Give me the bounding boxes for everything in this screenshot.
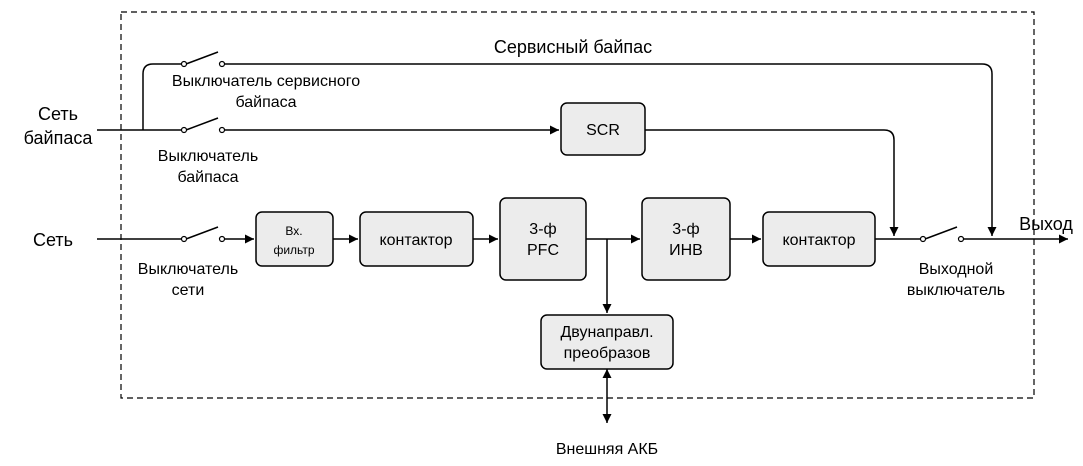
pfc-label-1: 3-ф <box>529 221 556 238</box>
output-contactor-label: контактор <box>782 232 855 249</box>
input-contactor-label: контактор <box>379 232 452 249</box>
ups-enclosure <box>120 11 1035 399</box>
mains-switch-label-2: сети <box>172 282 205 299</box>
bidirectional-converter-block: Двунаправл. преобразов <box>540 314 674 370</box>
pfc-label-2: PFC <box>527 242 559 259</box>
inverter-label-2: ИНВ <box>669 242 703 259</box>
bypass-line <box>97 117 899 236</box>
service-bypass-label: Сервисный байпас <box>494 37 652 57</box>
service-bypass-line <box>142 51 997 236</box>
output-label: Выход <box>1019 214 1073 234</box>
bypass-switch-label-2: байпаса <box>177 169 238 186</box>
inverter-label-1: 3-ф <box>672 221 699 238</box>
bypass-grid-label-2: байпаса <box>24 128 94 148</box>
output-switch-label-1: Выходной <box>919 261 994 278</box>
inverter-block: 3-ф ИНВ <box>641 197 731 281</box>
input-filter-label-2: фильтр <box>273 243 314 257</box>
output-switch-label-2: выключатель <box>907 282 1005 299</box>
bidir-label-1: Двунаправл. <box>560 324 653 341</box>
external-battery-label: Внешняя АКБ <box>556 441 658 458</box>
scr-block: SCR <box>560 102 646 156</box>
pfc-block: 3-ф PFC <box>499 197 587 281</box>
input-filter-label-1: Вх. <box>285 224 302 238</box>
bypass-grid-label-1: Сеть <box>38 104 78 124</box>
main-line <box>97 226 1068 244</box>
output-contactor-block: контактор <box>762 211 876 267</box>
mains-switch-label-1: Выключатель <box>138 261 238 278</box>
bypass-switch-label-1: Выключатель <box>158 148 258 165</box>
service-switch-label-2: байпаса <box>235 94 296 111</box>
service-switch-label-1: Выключатель сервисного <box>172 73 360 90</box>
input-contactor-block: контактор <box>359 211 474 267</box>
bidir-label-2: преобразов <box>564 345 651 362</box>
input-filter-block: Вх. фильтр <box>255 211 334 267</box>
scr-label: SCR <box>586 122 620 139</box>
grid-label: Сеть <box>33 230 73 250</box>
